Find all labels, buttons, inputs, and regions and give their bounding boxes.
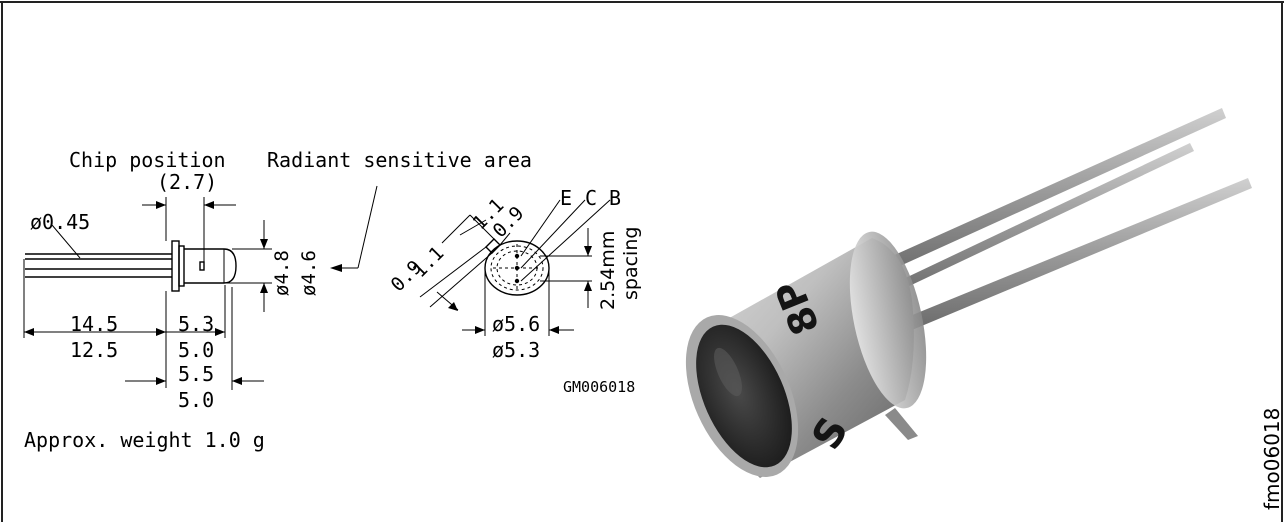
sensitive-area-leader	[330, 185, 378, 272]
weight-note: Approx. weight 1.0 g	[24, 428, 265, 452]
total-length-max: 5.5	[178, 362, 215, 386]
side-view-drawing	[23, 197, 272, 390]
chip-position-dim: (2.7)	[157, 170, 218, 194]
bottom-diameter-max: ø5.6	[492, 312, 541, 336]
pin-spacing-word: spacing	[620, 226, 642, 300]
lead-diameter-label: ø0.45	[30, 210, 91, 234]
body-length-max: 5.3	[178, 312, 215, 336]
body-diameter-inner: ø4.6	[298, 250, 320, 296]
body-diameter-outer: ø4.8	[271, 250, 293, 296]
total-length-min: 5.0	[178, 388, 215, 412]
product-photo	[685, 108, 1252, 478]
bottom-view-drawing	[419, 199, 611, 336]
lead-length-min: 12.5	[70, 338, 119, 362]
radiant-sensitive-area-label: Radiant sensitive area	[267, 148, 532, 172]
body-length-min: 5.0	[178, 338, 215, 362]
bottom-diameter-min: ø5.3	[492, 338, 541, 362]
chip-position-label: Chip position	[69, 148, 226, 172]
pin-label-b: B	[609, 186, 622, 210]
photo-code: fmo06018	[1260, 407, 1284, 510]
pin-label-e: E	[560, 186, 573, 210]
pin-spacing-value: 2.54mm	[597, 230, 619, 310]
lead-length-max: 14.5	[70, 312, 119, 336]
pin-label-c: C	[585, 186, 598, 210]
drawing-code: GM006018	[563, 378, 636, 396]
